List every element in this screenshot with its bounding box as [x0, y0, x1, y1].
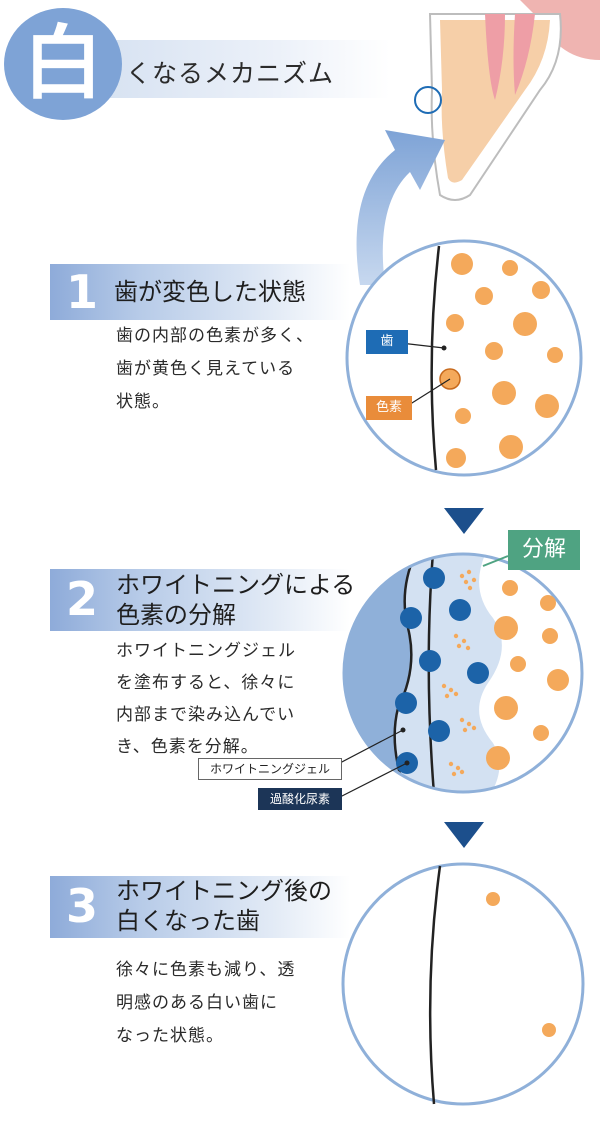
step1-desc-line1: 歯の内部の色素が多く、 — [116, 326, 314, 346]
decompose-label: 分解 — [508, 530, 580, 570]
tooth-label: 歯 — [366, 330, 408, 354]
pigment-label: 色素 — [366, 396, 412, 420]
page-title: くなるメカニズム — [126, 59, 335, 88]
step2-title-line1: ホワイトニングによる — [116, 571, 356, 599]
gel-label: ホワイトニングジェル — [198, 758, 342, 780]
step1-title: 歯が変色した状態 — [114, 278, 306, 306]
step3-title-line2: 白くなった歯 — [116, 907, 260, 935]
step1-diagram — [345, 239, 583, 477]
step3-diagram — [341, 862, 585, 1106]
step1-band — [50, 264, 350, 320]
step2-desc-line4: き、色素を分解。 — [116, 737, 259, 757]
header-badge: 白 — [4, 8, 122, 120]
step2-title-line2: 色素の分解 — [116, 601, 236, 629]
step2-diagram — [338, 552, 584, 798]
step2-number: 2 — [66, 572, 99, 626]
step3-title-line1: ホワイトニング後の — [116, 877, 332, 905]
step3-desc-line2: 明感のある白い歯に — [116, 993, 278, 1013]
step2-desc-line1: ホワイトニングジェル — [116, 641, 296, 661]
step3-desc-line3: なった状態。 — [116, 1026, 224, 1046]
step1-desc-line2: 歯が黄色く見えている — [116, 359, 296, 379]
down-arrow-icon — [444, 508, 484, 534]
step2-desc-line3: 内部まで染み込んでい — [116, 705, 296, 725]
step3-band — [50, 876, 350, 938]
step1-number: 1 — [66, 265, 99, 319]
peroxide-label: 過酸化尿素 — [258, 788, 342, 810]
step2-band — [50, 569, 350, 631]
step3-number: 3 — [66, 879, 99, 933]
tooth-illustration — [356, 0, 600, 285]
step3-desc-line1: 徐々に色素も減り、透 — [116, 960, 296, 980]
step1-desc-line3: 状態。 — [116, 392, 170, 412]
step2-desc-line2: を塗布すると、徐々に — [116, 673, 296, 693]
header-band — [110, 40, 390, 98]
down-arrow-icon — [444, 822, 484, 848]
